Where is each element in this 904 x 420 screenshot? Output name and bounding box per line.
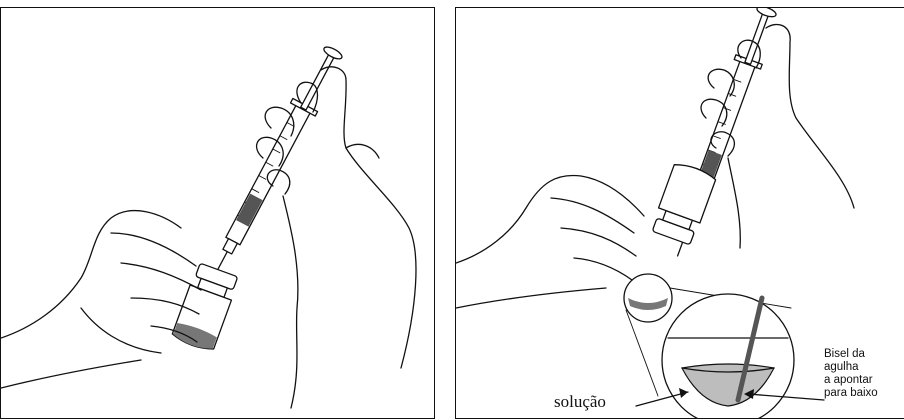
solution-callout-label: solução — [554, 392, 606, 412]
vial — [650, 161, 717, 246]
projection-line-left — [626, 310, 658, 396]
left-drawing — [1, 8, 435, 419]
bevel-label-line: Bisel da — [824, 348, 878, 361]
bevel-label-line: agulha — [824, 361, 878, 374]
left-hand — [456, 175, 644, 308]
bevel-callout-label: Bisel da agulha a apontar para baixo — [824, 348, 878, 400]
right-illustration-panel: Bisel da agulha a apontar para baixo sol… — [455, 7, 904, 419]
small-liquid — [628, 298, 668, 310]
bevel-label-line: para baixo — [824, 387, 878, 400]
right-hand — [257, 67, 416, 408]
left-illustration-panel — [0, 7, 435, 419]
vial — [171, 262, 240, 352]
left-hand — [1, 211, 201, 388]
bevel-label-line: a apontar — [824, 374, 878, 387]
plunger-rod — [745, 12, 769, 64]
magnifier-source-circle — [624, 274, 672, 322]
